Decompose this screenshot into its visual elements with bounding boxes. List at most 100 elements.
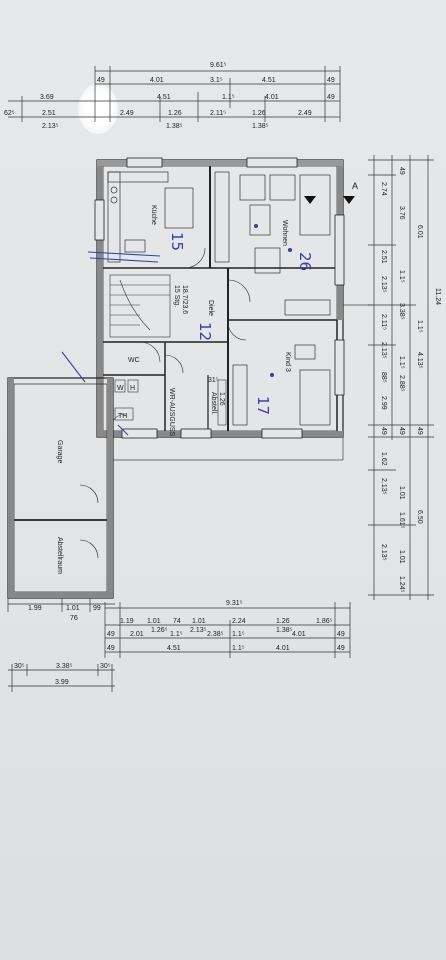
dim-right-3-76: 3.76 <box>398 206 405 220</box>
handwritten-child-area: 17 <box>254 396 272 415</box>
pen-strokes <box>61 223 293 436</box>
dim-right-2-13-c: 2.13⁵ <box>380 478 387 495</box>
dim-right-49-b: 49 <box>398 427 405 435</box>
dim-bottom-3-e: 49 <box>337 645 345 652</box>
staircase <box>109 274 171 338</box>
handwritten-annotations: 15 26 12 17 <box>168 232 314 415</box>
handwritten-kitchen-area: 15 <box>168 232 186 251</box>
dim-bottom-2-a: 49 <box>107 631 115 638</box>
dim-top-4-a: 2.13⁵ <box>42 123 59 130</box>
dim-right-1-1-b: 1.1⁵ <box>416 320 423 333</box>
dim-bottom-2-e: 2.13⁵ <box>190 627 207 634</box>
room-label-small-dim: 31⁵ <box>208 377 219 384</box>
dim-right-1-1-a: 1.1⁵ <box>398 270 405 283</box>
dim-top-1-d: 4.51 <box>262 77 276 84</box>
dim-right-1-62: 1.62 <box>380 452 387 466</box>
dim-top-1-c: 3.1⁵ <box>210 77 223 84</box>
dim-right-1-01-b: 1.01 <box>398 550 405 564</box>
room-label-stairs-ratio: 18.7/23.6 <box>181 285 188 314</box>
room-label-hall: Diele <box>207 300 214 316</box>
right-dimension-texts: 49 2.74 3.76 6.01 11.24 2.51 1.1⁵ 2.13⁵ … <box>380 167 441 593</box>
house-walls <box>96 159 344 438</box>
room-label-closet-dim: 1.26 <box>218 392 225 406</box>
dim-top-2-d: 4.01 <box>265 94 279 101</box>
dim-right-2-51: 2.51 <box>380 250 387 264</box>
dim-right-88: 88⁵ <box>380 372 387 383</box>
dim-right-2-74: 2.74 <box>380 182 387 196</box>
dim-overall-width: 9.61⁵ <box>210 62 227 69</box>
dim-bottom-99: 99 <box>93 605 101 612</box>
dim-bottom-3-d: 4.01 <box>276 645 290 652</box>
dim-top-1-b: 4.01 <box>150 77 164 84</box>
dim-right-6-01: 6.01 <box>416 225 423 239</box>
room-label-garage: Garage <box>56 440 63 463</box>
dim-bottom-1-f: 1.26 <box>276 618 290 625</box>
bottom-dimension-lines <box>7 598 351 692</box>
dim-top-1-a: 49 <box>97 77 105 84</box>
dim-top-1-e: 49 <box>327 77 335 84</box>
dim-bottom-2-d: 1.1⁵ <box>170 631 183 638</box>
dim-top-4-c: 1.38⁵ <box>252 123 269 130</box>
living-furniture <box>214 171 331 316</box>
dim-right-2-88: 2.88⁵ <box>398 375 405 392</box>
dim-bottom-3-c: 1.1⁵ <box>232 645 245 652</box>
handwritten-hall-area: 12 <box>196 322 214 341</box>
dim-garage-30-a: 30⁵ <box>14 663 25 670</box>
room-label-living: Wohnen <box>281 220 288 246</box>
room-label-child: Kind 3 <box>284 352 291 372</box>
dim-bottom-1-01: 1.01 <box>66 605 80 612</box>
dim-top-3-d: 1.26 <box>168 110 182 117</box>
utility-fixtures <box>114 379 227 426</box>
dim-bottom-76: 76 <box>70 615 78 622</box>
dim-right-11-24: 11.24 <box>434 288 441 305</box>
dim-top-2-b: 4.51 <box>157 94 171 101</box>
dim-bottom-2-g: 1.1⁵ <box>232 631 245 638</box>
top-dimension-lines <box>8 66 341 122</box>
dim-bottom-1-e: 2.24 <box>232 618 246 625</box>
dim-top-3-g: 2.49 <box>298 110 312 117</box>
dim-bottom-1-b: 1.01 <box>147 618 161 625</box>
dim-bottom-3-a: 49 <box>107 645 115 652</box>
child-room-furniture <box>232 344 331 426</box>
handwritten-living-area: 26 <box>296 252 314 271</box>
dim-bottom-2-h: 1.38⁵ <box>276 627 293 634</box>
room-label-stairs: 15 Stg. <box>173 285 180 307</box>
dim-bottom-1-g: 1.86⁵ <box>316 618 333 625</box>
dim-right-1-61: 1.61⁵ <box>398 512 405 529</box>
section-marker-a: A <box>352 181 358 191</box>
camera-glare <box>78 84 118 134</box>
dim-bottom-overall: 9.31⁵ <box>226 600 243 607</box>
garage-walls <box>7 377 114 599</box>
dim-top-4-b: 1.38⁵ <box>166 123 183 130</box>
dim-garage-30-b: 30⁵ <box>100 663 111 670</box>
dim-right-2-13-a: 2.13⁵ <box>380 276 387 293</box>
room-label-th: TH <box>118 413 127 420</box>
dim-top-2-e: 49 <box>327 94 335 101</box>
dim-right-6-50: 6.50 <box>416 510 423 524</box>
dim-bottom-1-c: 74 <box>173 618 181 625</box>
windows <box>94 157 345 439</box>
room-label-w: W <box>117 385 124 392</box>
dim-right-49-c: 49 <box>416 427 423 435</box>
section-arrow-icon <box>343 196 355 204</box>
dim-right-49-mid: 49 <box>380 427 387 435</box>
terrace-lines <box>113 304 372 461</box>
dim-top-3-c: 2.49 <box>120 110 134 117</box>
room-label-kitchen: Küche <box>150 205 157 225</box>
dim-bottom-1-a: 1.19 <box>120 618 134 625</box>
dim-right-1-24: 1.24⁵ <box>398 576 405 593</box>
dim-right-2-13-b: 2.13⁵ <box>380 342 387 359</box>
dim-right-1-01-a: 1.01 <box>398 486 405 500</box>
dim-right-3-38: 3.38⁵ <box>398 303 405 320</box>
dim-top-3-a: 62⁵ <box>4 110 15 117</box>
dim-garage-3-38: 3.38⁵ <box>56 663 73 670</box>
dim-bottom-2-f: 2.38⁵ <box>207 631 224 638</box>
dim-right-1-1-c: 1.1⁵ <box>398 356 405 369</box>
dim-top-3-f: 1.26 <box>252 110 266 117</box>
right-dimension-lines <box>368 155 434 600</box>
room-label-storage: Abstellraum <box>56 537 63 574</box>
section-arrow-left-icon <box>304 196 316 204</box>
dim-bottom-1-99: 1.99 <box>28 605 42 612</box>
dim-top-2-c: 1.1⁵ <box>222 94 235 101</box>
